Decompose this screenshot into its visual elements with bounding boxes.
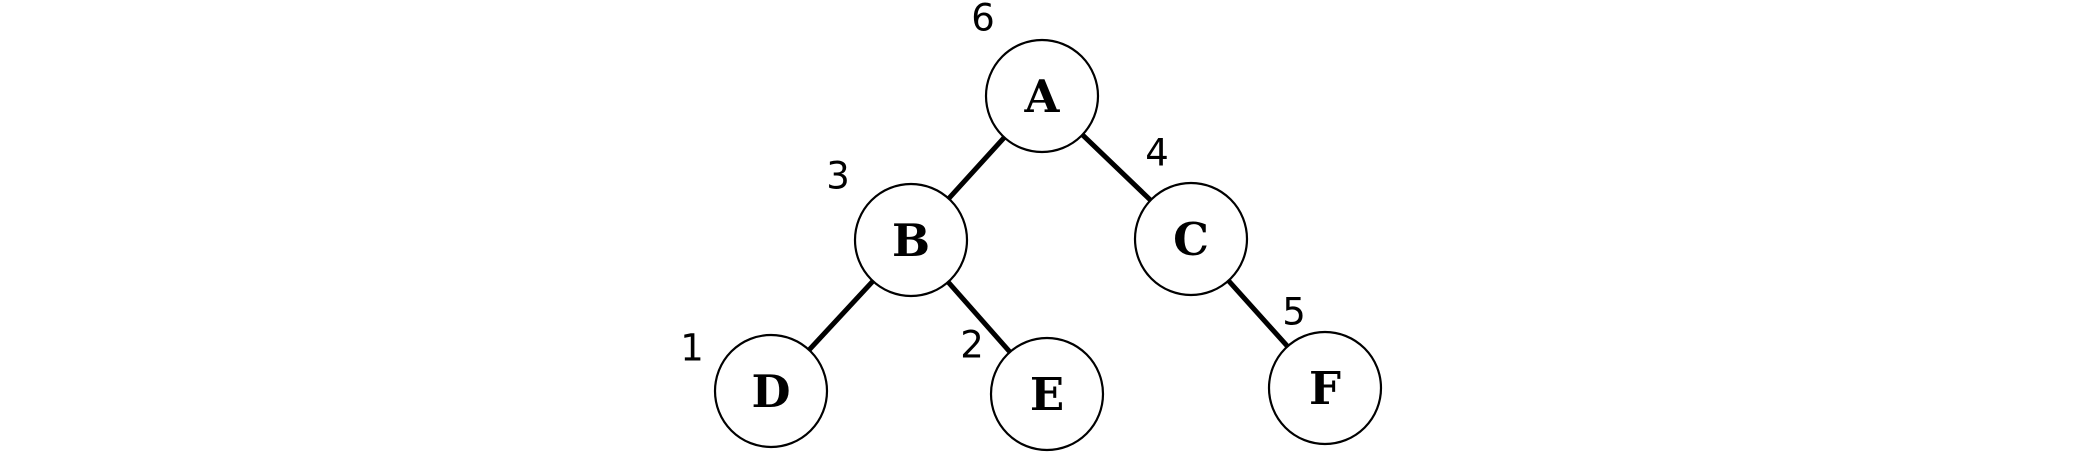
tree-node-label-E: E	[1030, 368, 1064, 421]
tree-node-label-C: C	[1173, 213, 1209, 266]
tree-node-circle-C	[1133, 181, 1249, 297]
tree-node-label-D: D	[751, 365, 790, 418]
traversal-order-label-D: 1	[680, 326, 704, 369]
tree-node-label-A: A	[1024, 70, 1061, 123]
traversal-order-label-A: 6	[971, 0, 995, 39]
traversal-order-layer: 6 3 4 1 2 5	[680, 0, 1306, 369]
tree-node-circle-E	[989, 336, 1105, 452]
traversal-order-label-E: 2	[960, 323, 984, 366]
tree-node-circle-A	[984, 38, 1100, 154]
tree-node-label-B: B	[892, 214, 930, 267]
traversal-order-label-C: 4	[1145, 131, 1169, 174]
tree-node-circle-D	[713, 333, 829, 449]
tree-node-label-F: F	[1309, 362, 1341, 415]
tree-nodes-layer: A B C D E F	[713, 38, 1383, 452]
traversal-order-label-F: 5	[1282, 290, 1306, 333]
traversal-order-label-B: 3	[826, 154, 850, 197]
tree-node-circle-B	[853, 182, 969, 298]
tree-node-circle-F	[1267, 330, 1383, 446]
